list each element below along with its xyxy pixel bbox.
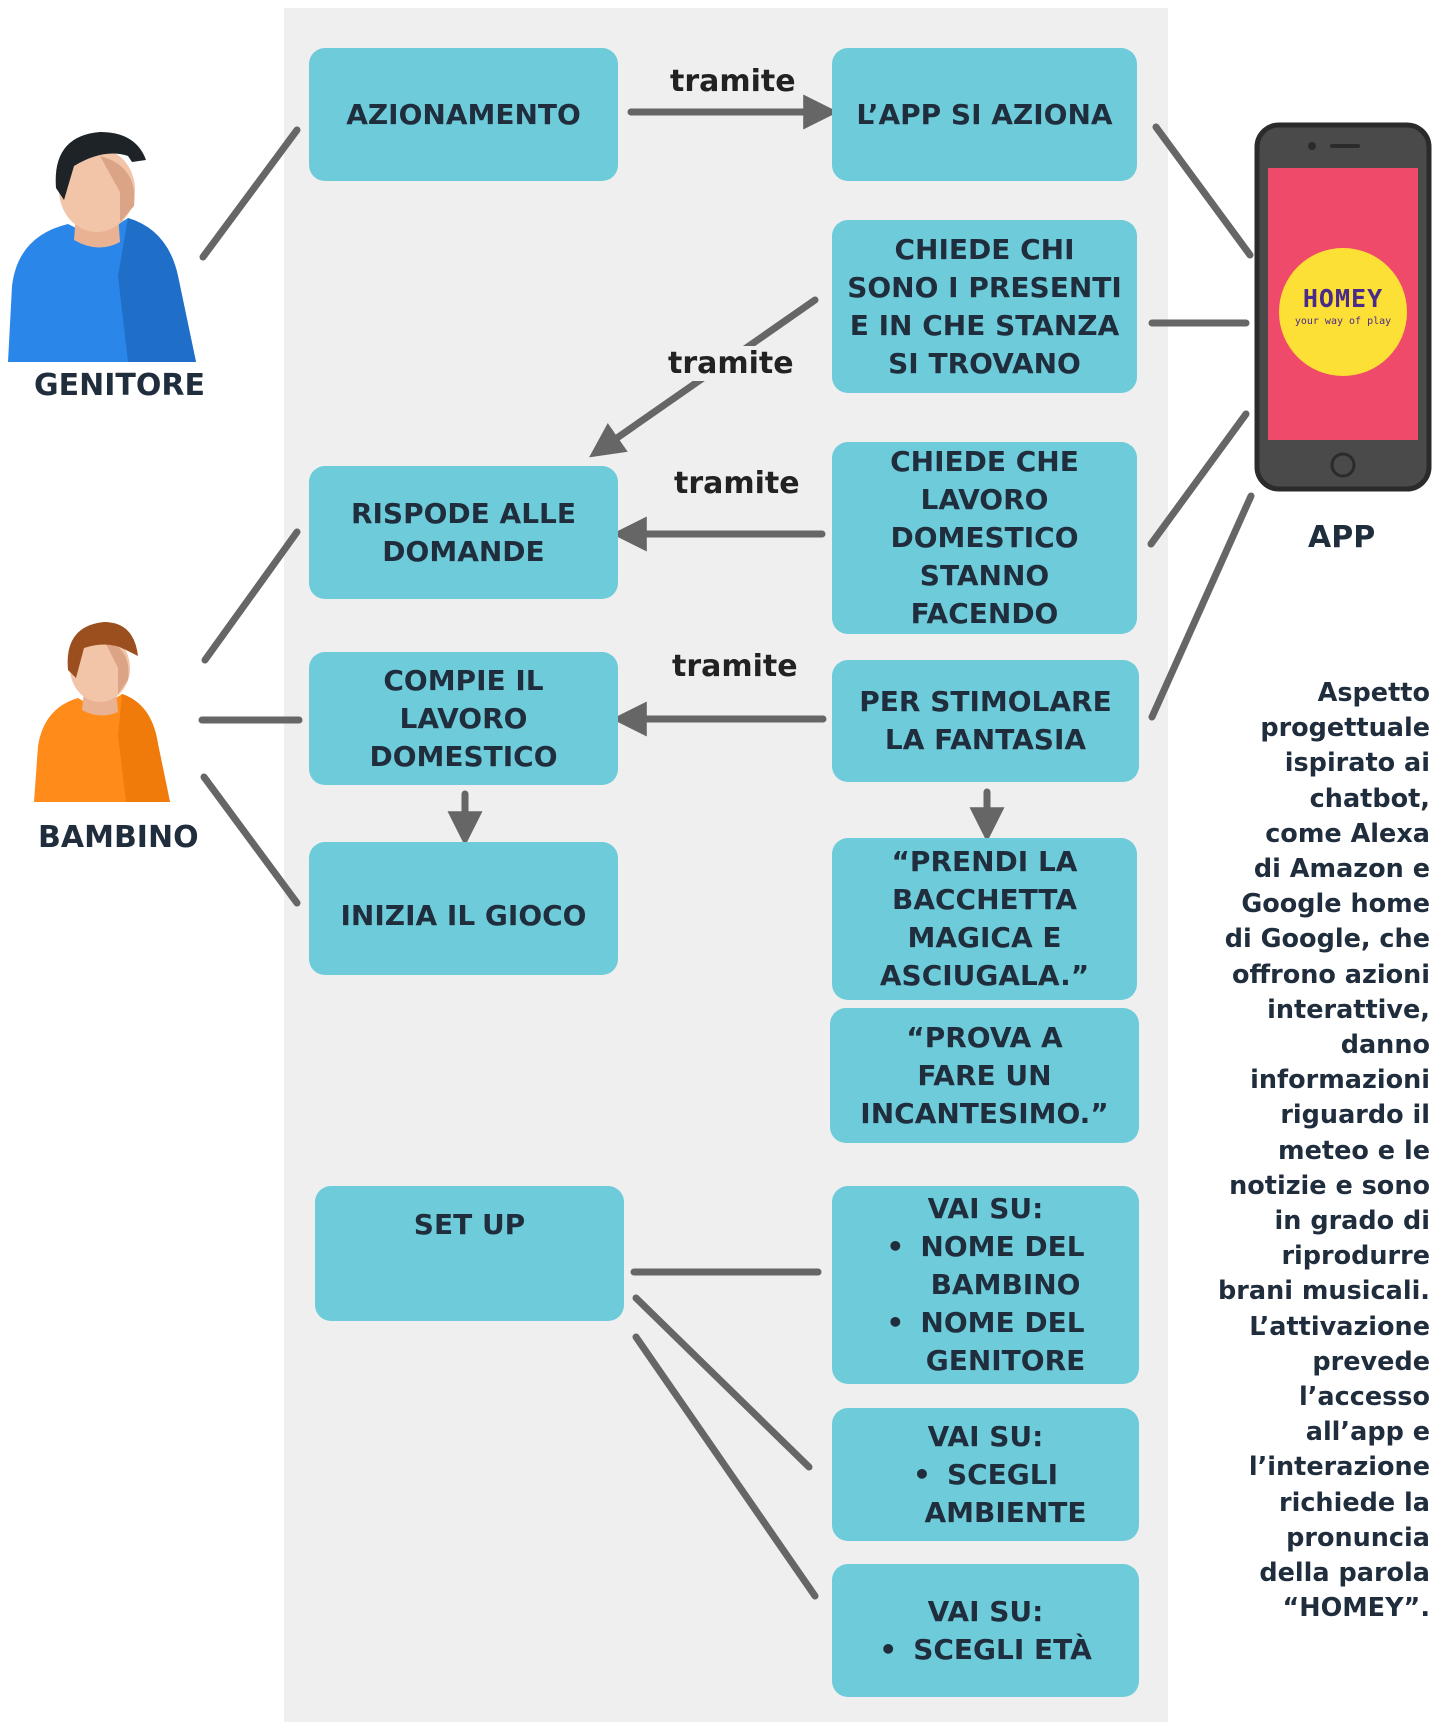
genitore-label: GENITORE: [34, 368, 205, 403]
line-app-stimolare: [1148, 492, 1255, 721]
line-setup-eta: [632, 1333, 819, 1600]
box-compie-lavoro: COMPIE IL LAVORO DOMESTICO: [309, 652, 618, 785]
box-chiede-presenti: CHIEDE CHI SONO I PRESENTI E IN CHE STAN…: [832, 220, 1137, 393]
line-genitore-azionamento: [199, 126, 301, 261]
homey-logo-tagline: your way of play: [1294, 316, 1392, 327]
line-app-lavoro: [1147, 410, 1250, 548]
bullet-nome-genitore: •NOME DEL: [886, 1306, 1085, 1339]
line-bambino-inizia: [200, 773, 301, 907]
box-app-si-aziona: L’APP SI AZIONA: [832, 48, 1137, 181]
bullet-scegli-ambiente: •SCEGLI: [912, 1457, 1059, 1491]
box-chiede-lavoro: CHIEDE CHE LAVORO DOMESTICO STANNO FACEN…: [832, 442, 1137, 634]
line-setup-ambiente: [632, 1294, 813, 1471]
box-vai-su-eta: VAI SU: •SCEGLI ETÀ: [832, 1564, 1139, 1697]
line-bambino-risponde: [201, 528, 301, 664]
tramite-label-2: tramite: [664, 346, 798, 381]
box-bacchetta-magica: “PRENDI LA BACCHETTA MAGICA E ASCIUGALA.…: [832, 838, 1137, 1000]
box-stimolare-fantasia: PER STIMOLARE LA FANTASIA: [832, 660, 1139, 782]
app-label: APP: [1308, 520, 1376, 555]
box-vai-su-ambiente: VAI SU: •SCEGLI AMBIENTE: [832, 1408, 1139, 1541]
genitore-avatar: [8, 132, 196, 362]
box-inizia-gioco: INIZIA IL GIOCO: [309, 842, 618, 975]
box-risponde-domande: RISPODE ALLE DOMANDE: [309, 466, 618, 599]
bambino-label: BAMBINO: [38, 820, 199, 855]
box-set-up: SET UP: [315, 1186, 624, 1321]
box-vai-su-nomi: VAI SU: •NOME DEL BAMBINO •NOME DEL GENI…: [832, 1186, 1139, 1384]
bambino-avatar: [34, 622, 170, 802]
box-azionamento: AZIONAMENTO: [309, 48, 618, 181]
tramite-label-3: tramite: [670, 466, 804, 501]
bullet-nome-bambino: •NOME DEL: [886, 1230, 1085, 1263]
box-incantesimo: “PROVA A FARE UN INCANTESIMO.”: [830, 1008, 1139, 1143]
side-note: Aspetto progettuale ispirato ai chatbot,…: [1218, 678, 1430, 1624]
tramite-label-4: tramite: [668, 649, 802, 684]
tramite-label-1: tramite: [666, 64, 800, 99]
line-app-aziona: [1152, 123, 1254, 259]
homey-logo-text: HOMEY: [1302, 284, 1384, 313]
phone-app-icon: [1254, 122, 1432, 492]
bullet-scegli-eta: •SCEGLI ETÀ: [879, 1632, 1092, 1666]
